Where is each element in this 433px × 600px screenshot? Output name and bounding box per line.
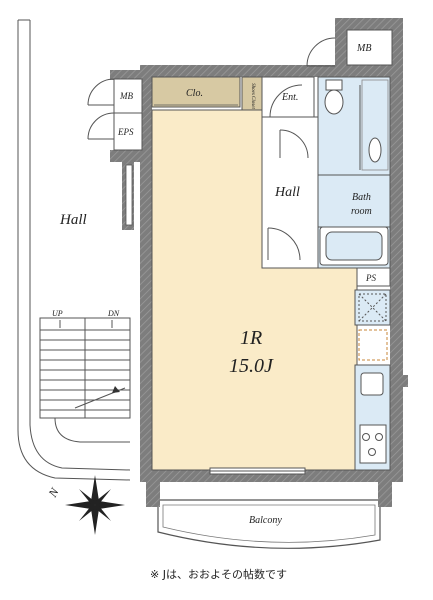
room-type-label: 1R — [240, 327, 262, 349]
ps-label: PS — [365, 273, 376, 283]
stove-icon — [362, 433, 383, 456]
closet-label: Clo. — [186, 88, 203, 99]
fridge-space — [358, 329, 388, 361]
compass-north-label: N — [45, 485, 62, 501]
shoe-closet-label: Shoes Closet — [250, 83, 255, 109]
balcony-area — [157, 499, 381, 549]
toilet-icon — [324, 79, 344, 115]
utility-shafts — [87, 78, 143, 151]
kitchen — [354, 364, 391, 471]
mb-top-label: MB — [356, 43, 371, 54]
stair-arrow-icon — [112, 386, 120, 393]
top-mb-shaft — [306, 29, 393, 67]
balcony-window — [209, 467, 306, 475]
bathroom-label-line2: room — [351, 206, 372, 217]
washer-pan — [354, 289, 391, 326]
hall-left-label: Hall — [59, 212, 87, 228]
stair-up-label: UP — [52, 309, 63, 318]
footnote: ※ Jは、おおよその帖数です — [150, 568, 287, 581]
stair-dn-label: DN — [107, 309, 120, 318]
hall-inner-label: Hall — [274, 185, 300, 200]
compass-icon — [65, 475, 125, 535]
entrance-label: Ent. — [281, 92, 298, 103]
room-area-label: 15.0J — [229, 355, 274, 377]
bathroom-label-line1: Bath — [352, 192, 371, 203]
left-window — [125, 164, 133, 226]
sink-icon — [368, 137, 382, 163]
eps-label: EPS — [117, 127, 134, 137]
mb-left-label: MB — [119, 91, 133, 101]
entrance-hall — [261, 76, 319, 269]
closet — [151, 76, 241, 108]
staircase — [39, 317, 131, 443]
shared-hall-outline — [17, 19, 131, 481]
walls — [110, 18, 408, 507]
ps-shaft — [356, 267, 391, 287]
balcony-label: Balcony — [249, 515, 282, 526]
